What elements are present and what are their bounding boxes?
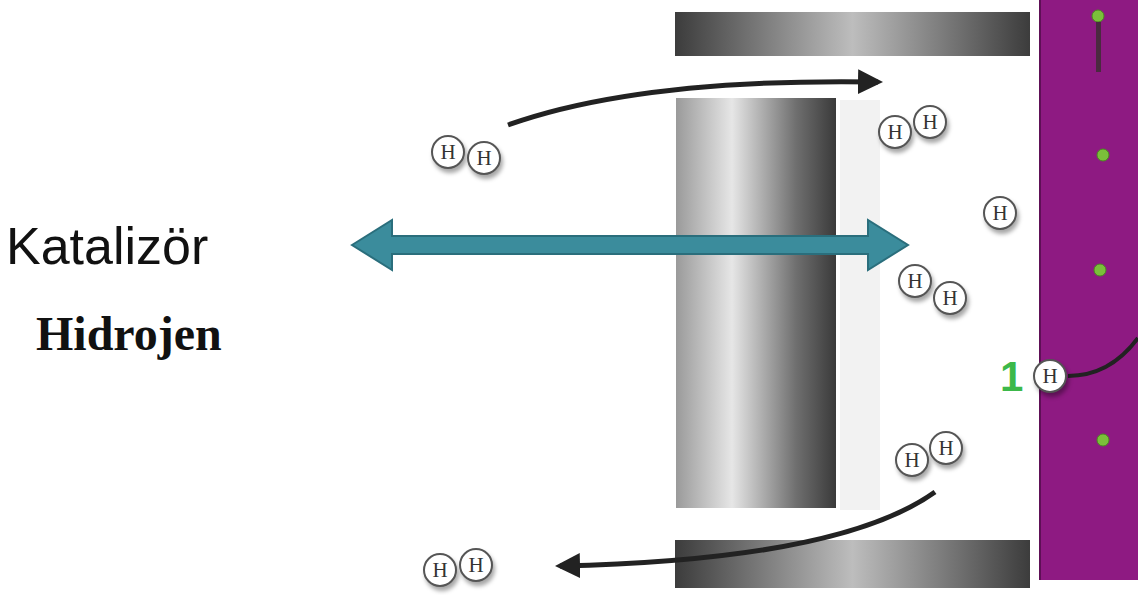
hydrogen-atom: H: [913, 105, 947, 139]
atom-symbol: H: [904, 450, 919, 471]
membrane: [1040, 0, 1138, 580]
catalyst-dots: [1092, 10, 1109, 446]
catalyst-pointer: [352, 220, 908, 270]
gas-diffusion-layer: [676, 98, 836, 508]
atom-symbol: H: [907, 271, 922, 292]
atom-symbol: H: [942, 288, 957, 309]
plate-shadow: [840, 100, 880, 510]
atom-symbol: H: [887, 122, 902, 143]
atom-symbol: H: [922, 112, 937, 133]
bottom-plate: [675, 540, 1030, 588]
hydrogen-atom: H: [467, 141, 501, 175]
hydrogen-atom: H: [898, 264, 932, 298]
hydrogen-atom: H: [423, 553, 457, 587]
atom-symbol: H: [938, 438, 953, 459]
atom-symbol: H: [432, 560, 447, 581]
atom-symbol: H: [1042, 366, 1057, 387]
atom-symbol: H: [992, 203, 1007, 224]
callout-number: 1: [1000, 356, 1023, 398]
part-label: Katalizör: [6, 220, 208, 272]
hydrogen-atom: H: [1033, 359, 1067, 393]
hydrogen-atom: H: [983, 196, 1017, 230]
hydrogen-atom: H: [929, 431, 963, 465]
atom-symbol: H: [440, 142, 455, 163]
top-plate: [675, 12, 1030, 56]
membrane-edge: [1039, 0, 1041, 580]
hydrogen-atom: H: [459, 548, 493, 582]
hydrogen-atom: H: [895, 443, 929, 477]
hydrogen-atom: H: [431, 135, 465, 169]
proton-path: [1068, 338, 1138, 376]
flow-arrow: [560, 492, 935, 566]
gas-label: Hidrojen: [36, 310, 222, 358]
membrane-tick: [1096, 22, 1101, 72]
hydrogen-atom: H: [878, 115, 912, 149]
flow-arrow: [508, 82, 878, 125]
atom-symbol: H: [476, 148, 491, 169]
atom-symbol: H: [468, 555, 483, 576]
hydrogen-atom: H: [933, 281, 967, 315]
